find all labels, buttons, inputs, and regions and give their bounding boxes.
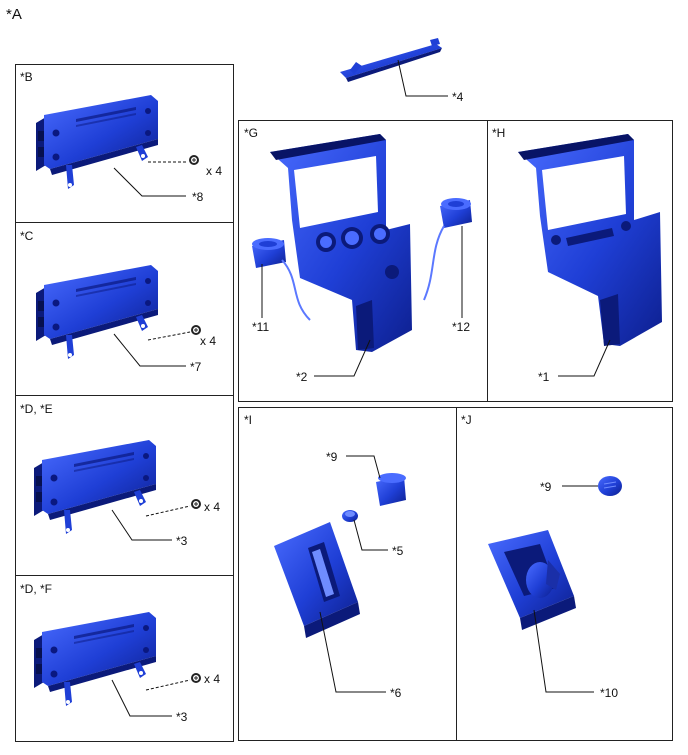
head-unit-b-art: [36, 95, 158, 189]
knob-9-j-art: [598, 476, 622, 496]
panel-i-label: *I: [244, 413, 253, 427]
panel-df-qty: x 4: [204, 672, 221, 686]
panel-de-label: *D, *E: [20, 402, 53, 416]
knob-12-art: [423, 198, 472, 301]
panel-h: [487, 120, 673, 402]
panel-b-qty: x 4: [206, 164, 223, 178]
console-10-art: [488, 530, 576, 630]
center-panel-h-art: [518, 134, 662, 346]
panel-i-small-part-label: *5: [392, 544, 404, 558]
shift-plate-6-art: [274, 522, 360, 638]
panel-df-label: *D, *F: [20, 582, 53, 596]
panel-df: [15, 575, 234, 742]
head-unit-de-art: [34, 440, 156, 534]
panel-de-qty: x 4: [204, 500, 221, 514]
panel-c-part-label: *7: [190, 360, 202, 374]
panel-g-left-part-label: *11: [252, 320, 270, 334]
panel-de-part-label: *3: [176, 534, 188, 548]
panel-h-label: *H: [492, 126, 506, 140]
panel-b-part-label: *8: [192, 190, 204, 204]
panel-b-label: *B: [20, 70, 33, 84]
part-4-label: *4: [452, 90, 464, 104]
panel-g-label: *G: [244, 126, 259, 140]
knob-9-i-art: [376, 473, 406, 506]
panel-j-label: *J: [461, 413, 472, 427]
part-4-trim: [340, 38, 448, 97]
panel-c-qty: x 4: [200, 334, 217, 348]
main-label: *A: [6, 6, 22, 23]
panel-g-bottom-part-label: *2: [296, 370, 308, 384]
panel-g-right-part-label: *12: [452, 320, 471, 334]
head-unit-c-art: [36, 265, 158, 359]
panel-j-console-label: *10: [600, 686, 619, 700]
panel-i-knob-label: *9: [326, 450, 338, 464]
panel-c-label: *C: [20, 229, 34, 243]
panel-df-part-label: *3: [176, 710, 188, 724]
panel-h-part-label: *1: [538, 370, 550, 384]
panel-i-plate-label: *6: [390, 686, 402, 700]
panel-j: [456, 407, 673, 741]
center-panel-g-art: [270, 134, 412, 352]
panel-j-knob-label: *9: [540, 480, 552, 494]
knob-11-art: [252, 238, 311, 321]
head-unit-df-art: [34, 612, 156, 706]
knob-5-art: [342, 510, 358, 522]
